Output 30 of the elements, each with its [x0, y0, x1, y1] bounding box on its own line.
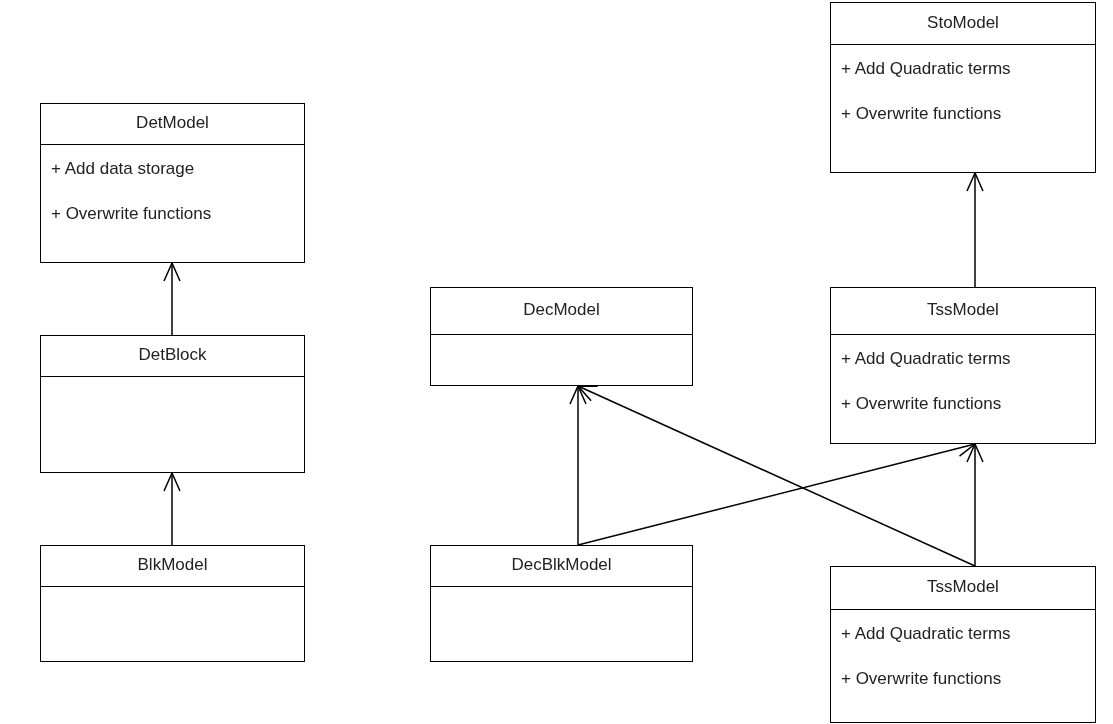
arrow	[577, 385, 976, 567]
class-name: BlkModel	[136, 555, 209, 575]
class-member: + Add Quadratic terms	[841, 59, 1011, 79]
class-member: + Add Quadratic terms	[841, 349, 1011, 369]
arrow	[966, 443, 984, 567]
arrow	[163, 262, 181, 336]
class-name: StoModel	[926, 12, 1000, 33]
class-member: + Add Quadratic terms	[841, 624, 1011, 644]
class-member: + Overwrite functions	[841, 394, 1002, 414]
class-name: DecModel	[522, 300, 601, 320]
class-name: DecBlkModel	[510, 555, 613, 575]
class-name: TssModel	[926, 577, 1000, 597]
arrow	[966, 172, 984, 288]
class-member: + Overwrite functions	[841, 669, 1002, 689]
arrow	[163, 472, 181, 546]
class-name: DetModel	[135, 113, 210, 133]
class-member: + Overwrite functions	[51, 204, 212, 224]
class-name: TssModel	[926, 300, 1000, 320]
class-box	[430, 545, 693, 662]
class-box	[40, 335, 305, 473]
class-box	[40, 103, 305, 263]
arrow	[569, 385, 587, 546]
class-member: + Overwrite functions	[841, 104, 1002, 124]
class-box	[40, 545, 305, 662]
class-member: + Add data storage	[51, 159, 195, 179]
class-box	[830, 566, 1096, 723]
class-box	[830, 2, 1096, 173]
class-box	[830, 287, 1096, 444]
class-name: DetBlock	[137, 345, 208, 365]
class-box	[430, 287, 693, 386]
